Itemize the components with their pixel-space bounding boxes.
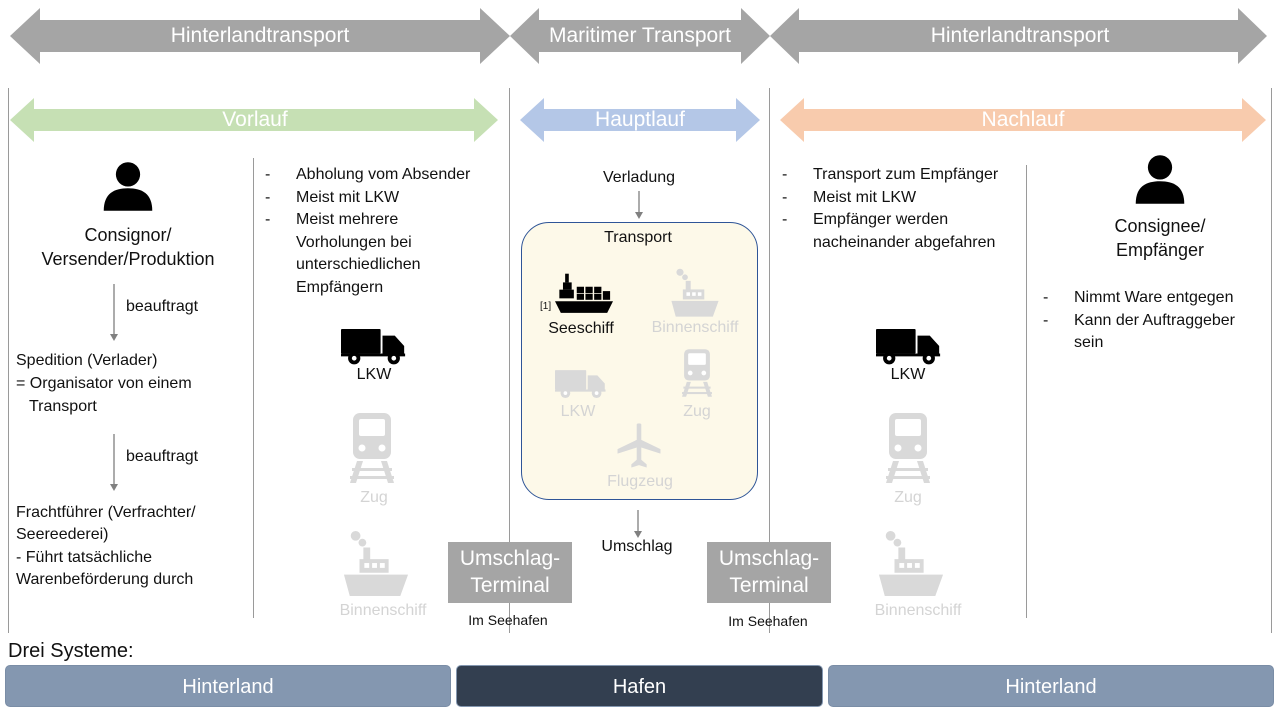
spedition-line2: = Organisator von einem (16, 375, 192, 392)
arrow-down-umschlag (634, 510, 642, 538)
vorlauf-binnenschiff-label: Binnenschiff (339, 602, 427, 619)
spedition-line1: Spedition (Verlader) (16, 352, 158, 369)
train-icon (347, 413, 397, 483)
label-hinterlandtransport-right: Hinterlandtransport (930, 24, 1110, 47)
label-nachlauf: Nachlauf (981, 108, 1065, 131)
arrow-vorlauf (10, 98, 498, 142)
system-hafen: Hafen (456, 665, 823, 707)
hauptlauf-flugzeug-label: Flugzeug (607, 473, 673, 490)
consignee-label-line1: Consignee/ (1114, 216, 1206, 236)
footnote-ref: [1] (540, 301, 552, 312)
consignor-label-line2: Versender/Produktion (41, 249, 215, 269)
beauftragt-label-1: beauftragt (126, 298, 199, 315)
frachtfuehrer-line2: Seereederei) (16, 526, 109, 543)
truck-icon (876, 327, 942, 365)
terminal-right-caption: Im Seehafen (728, 613, 808, 629)
arrow-down-verladung (635, 191, 643, 219)
truck-icon (555, 368, 607, 399)
umschlag-label: Umschlag (601, 538, 673, 555)
hauptlauf-lkw-label: LKW (560, 403, 596, 420)
train-icon (883, 413, 933, 483)
barge-icon (670, 268, 720, 318)
barge-icon (341, 530, 411, 598)
divider-hauptlauf-nachlauf (769, 88, 770, 633)
nachlauf-bullet-2: Meist mit LKW (782, 187, 1022, 210)
consignor-label-line1: Consignor/ (84, 225, 172, 245)
terminal-left-caption: Im Seehafen (468, 612, 548, 628)
beauftragt-label-2: beauftragt (126, 448, 199, 465)
terminal-left-line1: Umschlag- (459, 547, 561, 570)
spedition-line3: Transport (29, 398, 97, 415)
verladung-label: Verladung (602, 169, 676, 186)
terminal-left: Umschlag- Terminal (448, 542, 572, 603)
vorlauf-lkw-label: LKW (356, 366, 392, 383)
frachtfuehrer-line1: Frachtführer (Verfrachter/ (16, 504, 196, 521)
consignee-bullet-1: Nimmt Ware entgegen (1043, 287, 1263, 310)
arrow-hinterland-right (770, 8, 1267, 64)
person-icon (102, 159, 154, 214)
hauptlauf-binnenschiff-label: Binnenschiff (651, 319, 739, 336)
consignee-label-line2: Empfänger (1115, 240, 1205, 260)
terminal-right: Umschlag- Terminal (707, 542, 831, 603)
divider-left-edge (8, 88, 9, 633)
consignee-bullets: Nimmt Ware entgegen Kann der Auftraggebe… (1043, 287, 1263, 355)
frachtfuehrer-line3: - Führt tatsächliche (16, 549, 153, 566)
person-icon (1134, 152, 1186, 207)
label-maritimer-transport: Maritimer Transport (548, 24, 732, 47)
label-hinterlandtransport-left: Hinterlandtransport (170, 24, 350, 47)
nachlauf-bullet-3: Empfänger werden nacheinander abgefahren (782, 209, 1013, 254)
arrow-down-2 (110, 434, 118, 491)
barge-icon (876, 530, 946, 598)
top-arrows (10, 8, 1267, 64)
vorlauf-bullets: Abholung vom Absender Meist mit LKW Meis… (265, 164, 500, 299)
plane-icon (616, 422, 662, 470)
seeschiff-label: Seeschiff (548, 320, 614, 337)
label-vorlauf: Vorlauf (222, 108, 288, 131)
terminal-right-line2: Terminal (729, 574, 809, 597)
truck-icon (341, 327, 407, 365)
label-hauptlauf: Hauptlauf (595, 108, 685, 131)
terminal-left-line2: Terminal (470, 574, 550, 597)
transport-label: Transport (604, 229, 672, 246)
nachlauf-bullet-1: Transport zum Empfänger (782, 164, 1022, 187)
train-icon (680, 347, 714, 399)
arrow-hinterland-left (10, 8, 510, 64)
vorlauf-zug-label: Zug (360, 489, 388, 506)
terminal-right-line1: Umschlag- (718, 547, 820, 570)
vorlauf-bullet-1: Abholung vom Absender (265, 164, 500, 187)
phase-arrows (10, 98, 1266, 142)
systems-heading: Drei Systeme: (8, 640, 134, 662)
divider-nachlauf-inner (1026, 165, 1027, 618)
hauptlauf-zug-label: Zug (683, 403, 711, 420)
frachtfuehrer-line4: Warenbeförderung durch (16, 571, 194, 588)
system-hinterland-right: Hinterland (828, 665, 1274, 707)
arrow-maritim (510, 8, 770, 64)
nachlauf-binnenschiff-label: Binnenschiff (874, 602, 962, 619)
arrow-hauptlauf (520, 98, 760, 142)
vorlauf-bullet-3: Meist mehrere Vorholungen bei unterschie… (265, 209, 456, 299)
arrow-nachlauf (780, 98, 1266, 142)
divider-vorlauf-hauptlauf (509, 88, 510, 633)
nachlauf-lkw-label: LKW (890, 366, 926, 383)
ship-icon (555, 272, 613, 316)
arrow-down-1 (110, 284, 118, 341)
vorlauf-bullet-2: Meist mit LKW (265, 187, 500, 210)
nachlauf-zug-label: Zug (894, 489, 922, 506)
nachlauf-bullets: Transport zum Empfänger Meist mit LKW Em… (782, 164, 1022, 254)
system-hinterland-left: Hinterland (5, 665, 451, 707)
consignee-bullet-2: Kann der Auftraggeber sein (1043, 310, 1254, 355)
divider-right-edge (1271, 88, 1272, 633)
divider-vorlauf-inner (253, 158, 254, 618)
